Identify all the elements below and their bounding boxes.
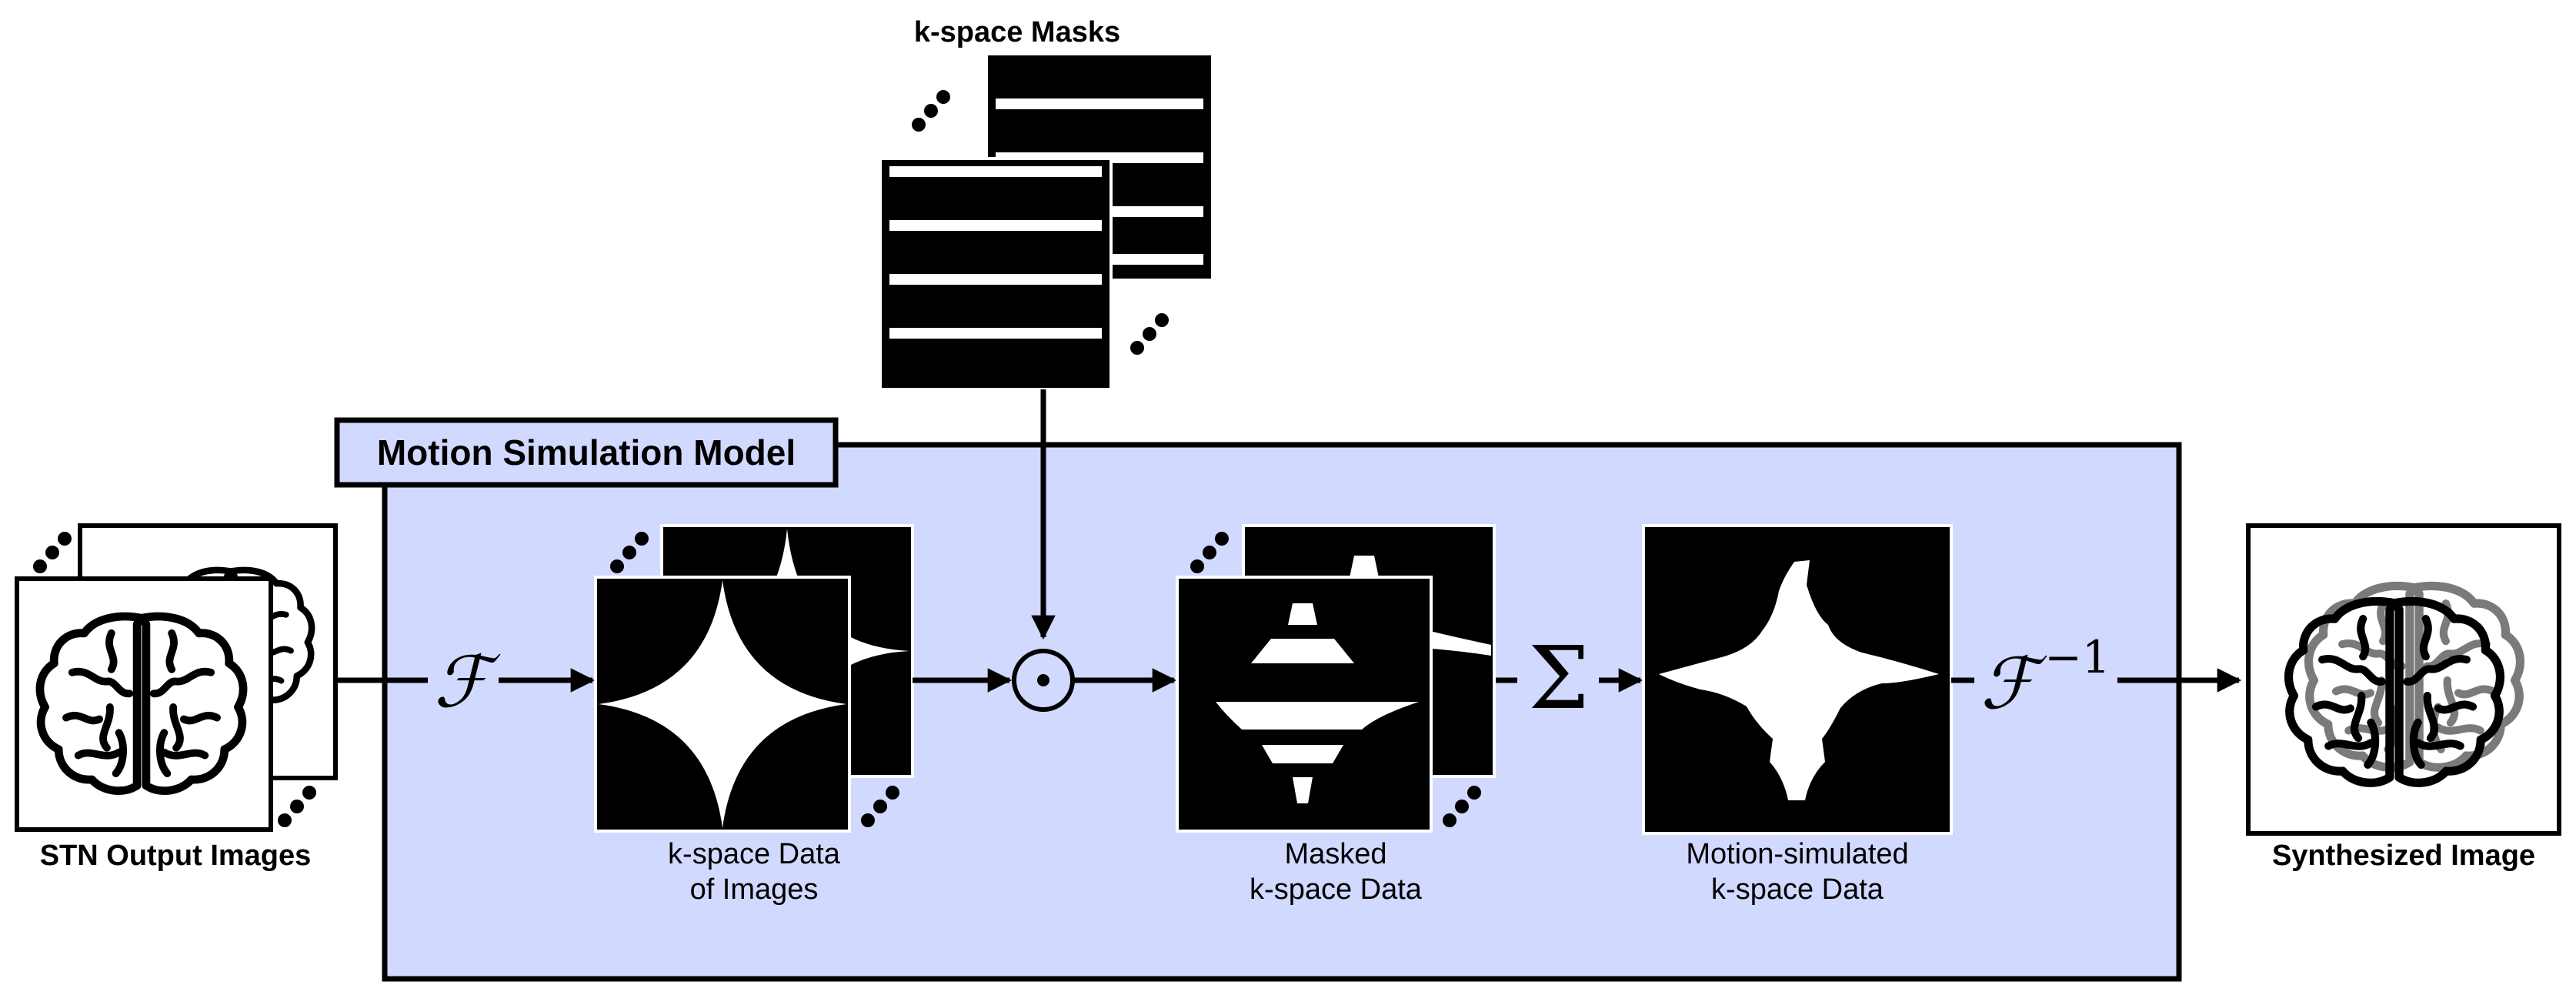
- kspace-data-label-1: k-space Data: [668, 838, 841, 870]
- stn-output-label: STN Output Images: [40, 840, 312, 872]
- ellipsis-icon: [610, 532, 649, 573]
- motion-kspace-icon: [1642, 524, 1953, 835]
- inverse-exponent: −1: [2044, 631, 2111, 683]
- mask-stripes-icon: [879, 157, 1113, 391]
- kspace-star-icon: [594, 576, 851, 833]
- ellipsis-icon: [1130, 313, 1169, 355]
- ellipsis-icon: [33, 532, 72, 573]
- masked-label-1: Masked: [1284, 838, 1386, 870]
- model-title: Motion Simulation Model: [377, 432, 796, 472]
- motion-label-1: Motion-simulated: [1686, 838, 1908, 870]
- ellipsis-icon: [912, 90, 950, 132]
- masked-kspace-icon: [1176, 576, 1433, 833]
- masked-label-2: k-space Data: [1250, 873, 1423, 906]
- ellipsis-icon: [1190, 532, 1229, 573]
- kspace-data-label-2: of Images: [690, 873, 819, 906]
- motion-label-2: k-space Data: [1711, 873, 1884, 906]
- sum-symbol: Σ: [1528, 629, 1589, 729]
- ellipsis-icon: [861, 786, 899, 827]
- ellipsis-icon: [1443, 786, 1481, 827]
- mask-stack: [879, 52, 1214, 391]
- kspace-masks-label: k-space Masks: [914, 16, 1120, 48]
- synthesized-label: Synthesized Image: [2272, 840, 2535, 872]
- model-title-box: [334, 417, 839, 488]
- ellipsis-icon: [278, 786, 316, 827]
